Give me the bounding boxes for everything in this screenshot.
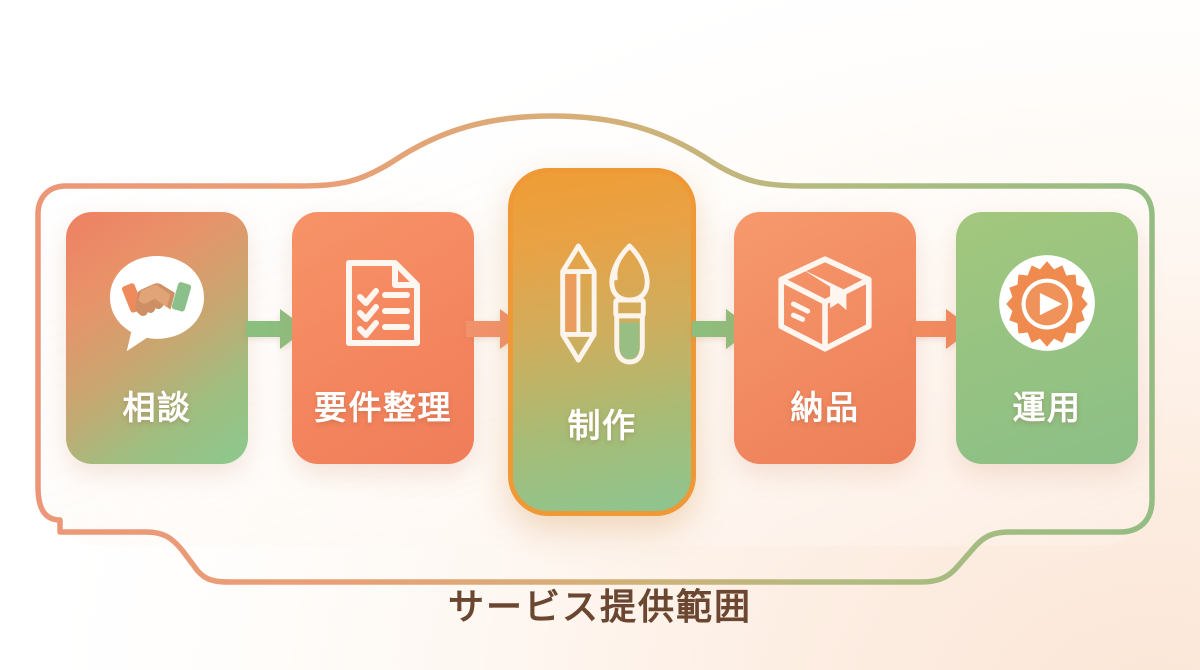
step-card-operation[interactable]: 運用 [956,212,1138,464]
step-card-production[interactable]: 制作 [508,168,696,516]
package-box-icon [769,247,881,359]
checklist-document-icon [327,247,439,359]
step-card-delivery[interactable]: 納品 [734,212,916,464]
diagram-caption: サービス提供範囲 [447,587,752,628]
step-label: 納品 [790,388,860,427]
pencil-paintbrush-icon [543,237,661,369]
step-label: 制作 [567,406,637,445]
step-label: 相談 [122,388,192,427]
handshake-speech-bubble-icon [101,247,213,359]
flow-arrow-1 [246,309,307,349]
step-card-requirements[interactable]: 要件整理 [292,212,474,464]
gear-play-icon [991,247,1103,359]
step-label: 要件整理 [314,388,452,427]
step-label: 運用 [1012,388,1082,427]
step-card-consultation[interactable]: 相談 [66,212,248,464]
